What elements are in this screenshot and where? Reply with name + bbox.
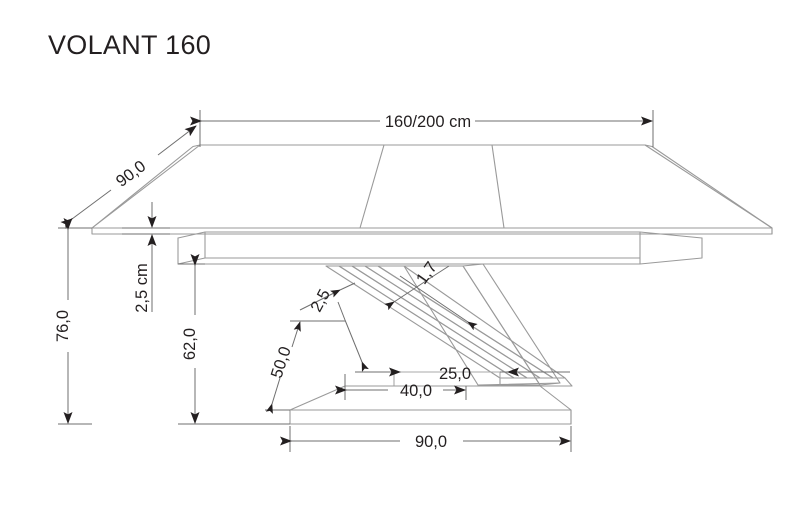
dimension-label-leg-gap: 2,5 xyxy=(307,286,334,315)
table-apron xyxy=(177,231,703,265)
dimension-depth: 90,0 xyxy=(60,125,197,230)
dimension-foot-outer: 40,0 xyxy=(335,374,467,400)
dimension-label-total-height: 76,0 xyxy=(54,310,72,342)
dimension-annotations: 160/200 cm 90,0 76,0 xyxy=(54,110,654,452)
dimension-top-thickness: 2,5 cm xyxy=(122,202,170,313)
dimension-label-width-top: 160/200 cm xyxy=(385,113,471,131)
dimension-total-height: 76,0 xyxy=(54,218,92,425)
dimension-label-under-top: 62,0 xyxy=(181,328,199,360)
dimension-foot-inner: 25,0 xyxy=(355,365,570,383)
furniture-geometry xyxy=(91,144,773,425)
dimension-label-leg-thickness: 1,7 xyxy=(413,259,441,288)
dimension-base-width: 90,0 xyxy=(280,426,572,452)
pedestal-base xyxy=(289,263,573,425)
dimension-under-top-height: 62,0 xyxy=(178,254,290,425)
dimension-width-top: 160/200 cm xyxy=(190,110,654,147)
dimension-label-foot-inner: 25,0 xyxy=(439,365,471,383)
dimension-label-top-thickness: 2,5 cm xyxy=(133,263,151,313)
page-title: VOLANT 160 xyxy=(48,30,212,60)
dimension-label-base-depth: 50,0 xyxy=(268,344,295,380)
dimension-label-base-width: 90,0 xyxy=(415,433,447,451)
dimension-label-foot-outer: 40,0 xyxy=(400,382,432,400)
dimension-leg-gap: 2,5 xyxy=(299,282,369,372)
table-top xyxy=(91,144,773,235)
dimension-base-depth: 50,0 xyxy=(265,320,345,414)
